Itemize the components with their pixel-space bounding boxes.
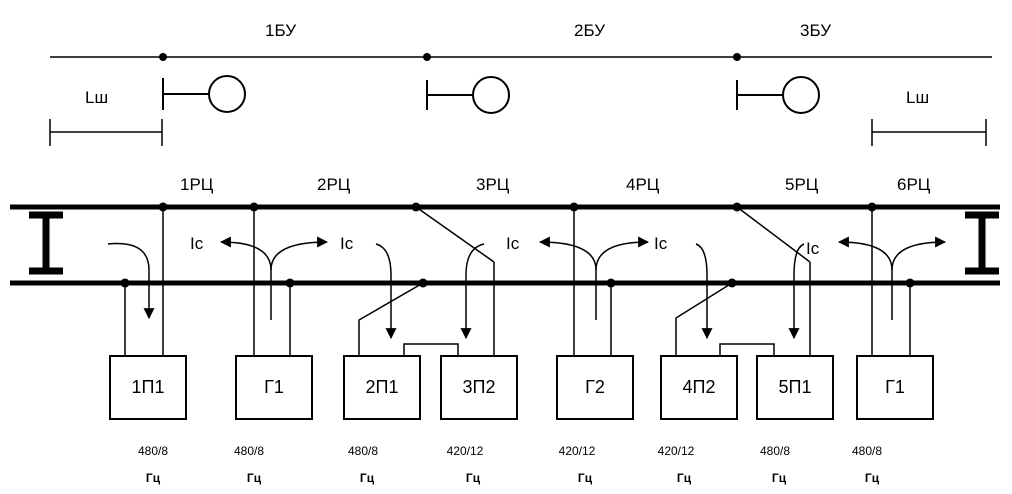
frequency-value: 480/8 <box>138 444 168 458</box>
shunt-length-bracket <box>49 119 163 146</box>
signal-icon <box>426 76 510 114</box>
signal-point-node <box>733 53 741 61</box>
frequency-unit: Гц <box>146 471 161 485</box>
current-label: Iс <box>340 234 354 253</box>
shunt-length-bracket <box>871 119 987 146</box>
frequency-value: 420/12 <box>658 444 695 458</box>
track-circuit-label: 2РЦ <box>317 175 351 194</box>
current-label: Iс <box>806 239 820 258</box>
frequency-value: 480/8 <box>852 444 882 458</box>
track-circuit-label: 4РЦ <box>626 175 660 194</box>
signal-point-label: 2БУ <box>574 21 605 40</box>
shunt-length-label: Lш <box>85 88 108 107</box>
shunt-length-label: Lш <box>906 88 929 107</box>
insulating-joint <box>415 206 495 263</box>
rail-end-stop <box>29 211 63 275</box>
device-label: 5П1 <box>779 377 812 397</box>
device-label: 2П1 <box>366 377 399 397</box>
device-label: Г1 <box>885 377 905 397</box>
device-box: 3П2 <box>440 355 518 420</box>
device-box: 4П2 <box>660 355 738 420</box>
frequency-value: 480/8 <box>234 444 264 458</box>
signal-point-label: 3БУ <box>800 21 831 40</box>
device-label: 4П2 <box>683 377 716 397</box>
track-circuit-label: 5РЦ <box>785 175 819 194</box>
device-box: Г1 <box>235 355 313 420</box>
frequency-unit: Гц <box>360 471 375 485</box>
frequency-unit: Гц <box>865 471 880 485</box>
frequency-unit: Гц <box>466 471 481 485</box>
device-label: Г2 <box>585 377 605 397</box>
device-box: 1П1 <box>109 355 187 420</box>
frequency-unit: Гц <box>247 471 262 485</box>
current-flow-arrows <box>107 236 947 340</box>
track-circuit-label: 6РЦ <box>897 175 931 194</box>
device-box: 2П1 <box>343 355 421 420</box>
device-box: 5П1 <box>756 355 834 420</box>
current-label: Iс <box>506 234 520 253</box>
device-box: Г2 <box>556 355 634 420</box>
signal-point-node <box>159 53 167 61</box>
frequency-value: 480/8 <box>348 444 378 458</box>
device-label: Г1 <box>264 377 284 397</box>
frequency-unit: Гц <box>772 471 787 485</box>
frequency-unit: Гц <box>578 471 593 485</box>
device-box: Г1 <box>856 355 934 420</box>
device-label: 1П1 <box>132 377 165 397</box>
signal-point-label: 1БУ <box>265 21 296 40</box>
device-wiring <box>124 207 911 356</box>
signal-icon <box>736 76 820 114</box>
track-circuit-label: 1РЦ <box>180 175 214 194</box>
frequency-value: 420/12 <box>559 444 596 458</box>
current-label: Iс <box>190 234 204 253</box>
frequency-unit: Гц <box>677 471 692 485</box>
signal-icon <box>162 75 246 113</box>
device-label: 3П2 <box>463 377 496 397</box>
current-label: Iс <box>654 234 668 253</box>
signal-point-node <box>423 53 431 61</box>
frequency-value: 480/8 <box>760 444 790 458</box>
frequency-value: 420/12 <box>447 444 484 458</box>
insulating-joint <box>736 206 811 263</box>
track-circuit-label: 3РЦ <box>476 175 510 194</box>
rail-end-stop <box>965 211 999 275</box>
